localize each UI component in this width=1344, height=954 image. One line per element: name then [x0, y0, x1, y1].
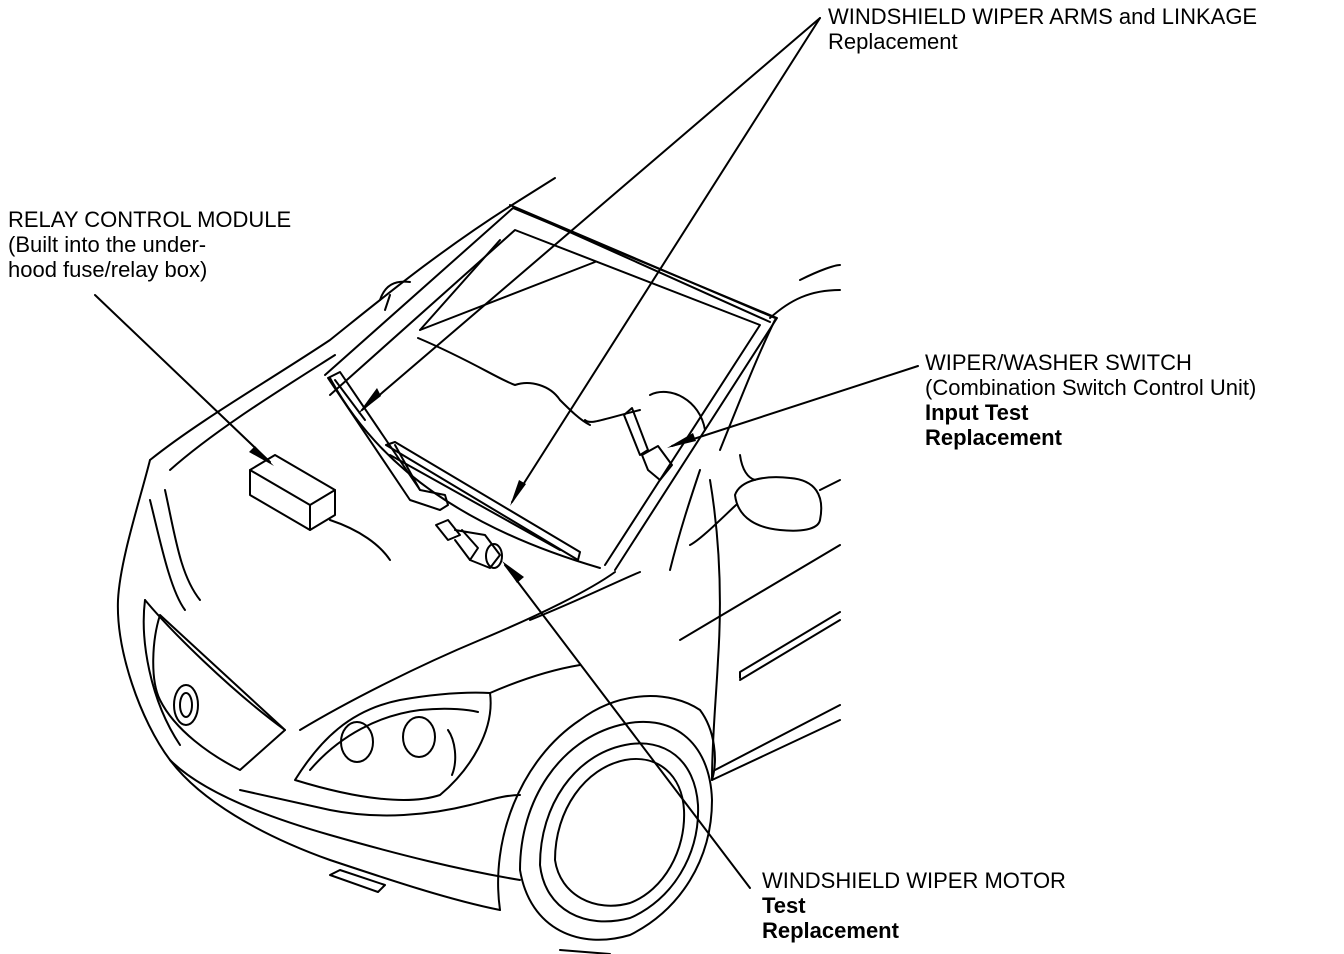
- arrow-relay: [249, 446, 274, 466]
- wiper-motor-title: WINDSHIELD WIPER MOTOR: [762, 868, 1066, 893]
- washer-switch-callout: WIPER/WASHER SWITCH (Combination Switch …: [925, 350, 1256, 450]
- washer-switch-drawing: [623, 407, 673, 481]
- arrow-arms-left: [358, 388, 381, 414]
- relay-module-title: RELAY CONTROL MODULE: [8, 207, 292, 232]
- car-body: [116, 177, 841, 954]
- wiper-motor-item-replacement[interactable]: Replacement: [762, 918, 899, 943]
- relay-module-note-2: hood fuse/relay box): [8, 257, 208, 282]
- wiper-arms-title: WINDSHIELD WIPER ARMS and LINKAGE: [828, 4, 1258, 29]
- wiper-motor-item-test[interactable]: Test: [762, 893, 806, 918]
- washer-switch-item-replacement[interactable]: Replacement: [925, 425, 1062, 450]
- wiper-arms-drawing: [327, 371, 581, 561]
- arrowheads: [249, 388, 696, 583]
- washer-switch-title: WIPER/WASHER SWITCH: [925, 350, 1192, 375]
- wiper-arms-callout: WINDSHIELD WIPER ARMS and LINKAGE Replac…: [828, 4, 1257, 54]
- wiper-motor-drawing: [435, 519, 503, 569]
- wiper-arms-item-replacement: Replacement: [828, 29, 958, 54]
- relay-module-callout: RELAY CONTROL MODULE (Built into the und…: [8, 207, 291, 282]
- washer-switch-note: (Combination Switch Control Unit): [925, 375, 1257, 400]
- wiper-motor-callout: WINDSHIELD WIPER MOTOR Test Replacement: [762, 868, 1066, 943]
- washer-switch-item-input-test[interactable]: Input Test: [925, 400, 1029, 425]
- arrow-arms-right: [510, 480, 526, 506]
- relay-module-note-1: (Built into the under-: [8, 232, 207, 257]
- arrow-motor: [502, 561, 524, 583]
- arrow-switch: [667, 433, 696, 448]
- leader-lines: [94, 17, 919, 889]
- relay-box-drawing: [249, 454, 336, 531]
